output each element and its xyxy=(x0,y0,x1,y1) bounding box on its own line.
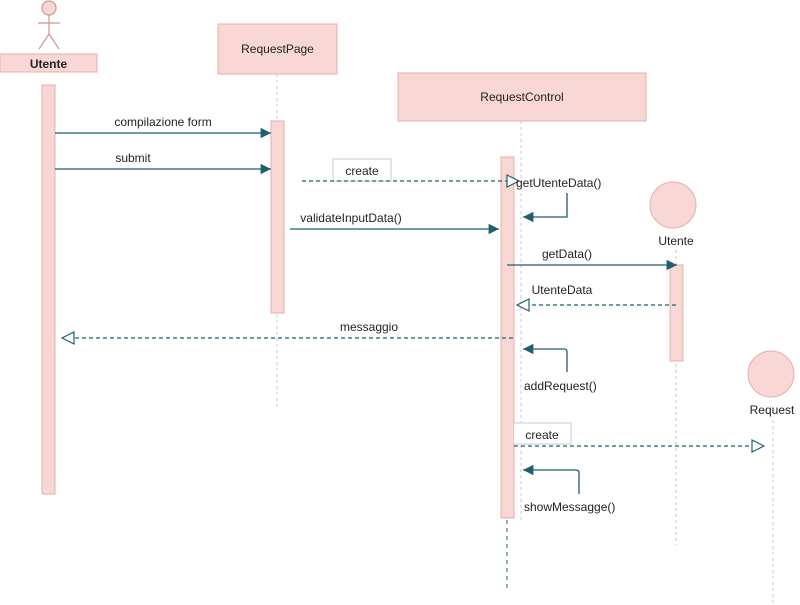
entity-utente-label: Utente xyxy=(658,234,694,248)
entity-circle-icon xyxy=(747,350,795,398)
message-label-show-messagge: showMessagge() xyxy=(524,500,615,514)
message-label-create-control: create xyxy=(345,164,379,178)
actor-stick-figure-icon xyxy=(38,0,60,50)
message-label-messaggio: messaggio xyxy=(340,320,398,334)
message-label-get-data: getData() xyxy=(542,247,592,261)
activation-entity-utente xyxy=(669,264,684,362)
message-label-create-request: create xyxy=(525,428,559,442)
participant-request-control-label: RequestControl xyxy=(480,90,563,104)
message-label-utente-data: UtenteData xyxy=(532,283,593,297)
self-call-get-utente-data xyxy=(523,193,568,223)
activation-request-page xyxy=(270,120,285,314)
create-request-label-box xyxy=(514,422,572,445)
message-label-submit: submit xyxy=(115,151,151,165)
message-label-add-request: addRequest() xyxy=(524,379,597,393)
self-call-add-request xyxy=(523,343,568,372)
message-label-validate-input-data: validateInputData() xyxy=(300,211,401,225)
self-call-show-messagge xyxy=(523,464,580,494)
actor-utente-label: Utente xyxy=(30,57,68,71)
actor-utente-label-box xyxy=(0,53,98,73)
entity-request-label: Request xyxy=(750,403,795,417)
message-label-get-utente-data: getUtenteData() xyxy=(516,176,601,190)
participant-request-page[interactable] xyxy=(217,23,338,75)
message-label-compilazione-form: compilazione form xyxy=(114,115,211,129)
activation-actor-utente xyxy=(41,84,56,495)
participant-request-control[interactable] xyxy=(397,72,647,122)
entity-circle-icon xyxy=(649,181,697,229)
activation-request-control xyxy=(500,156,515,519)
participant-request-page-label: RequestPage xyxy=(241,42,314,56)
